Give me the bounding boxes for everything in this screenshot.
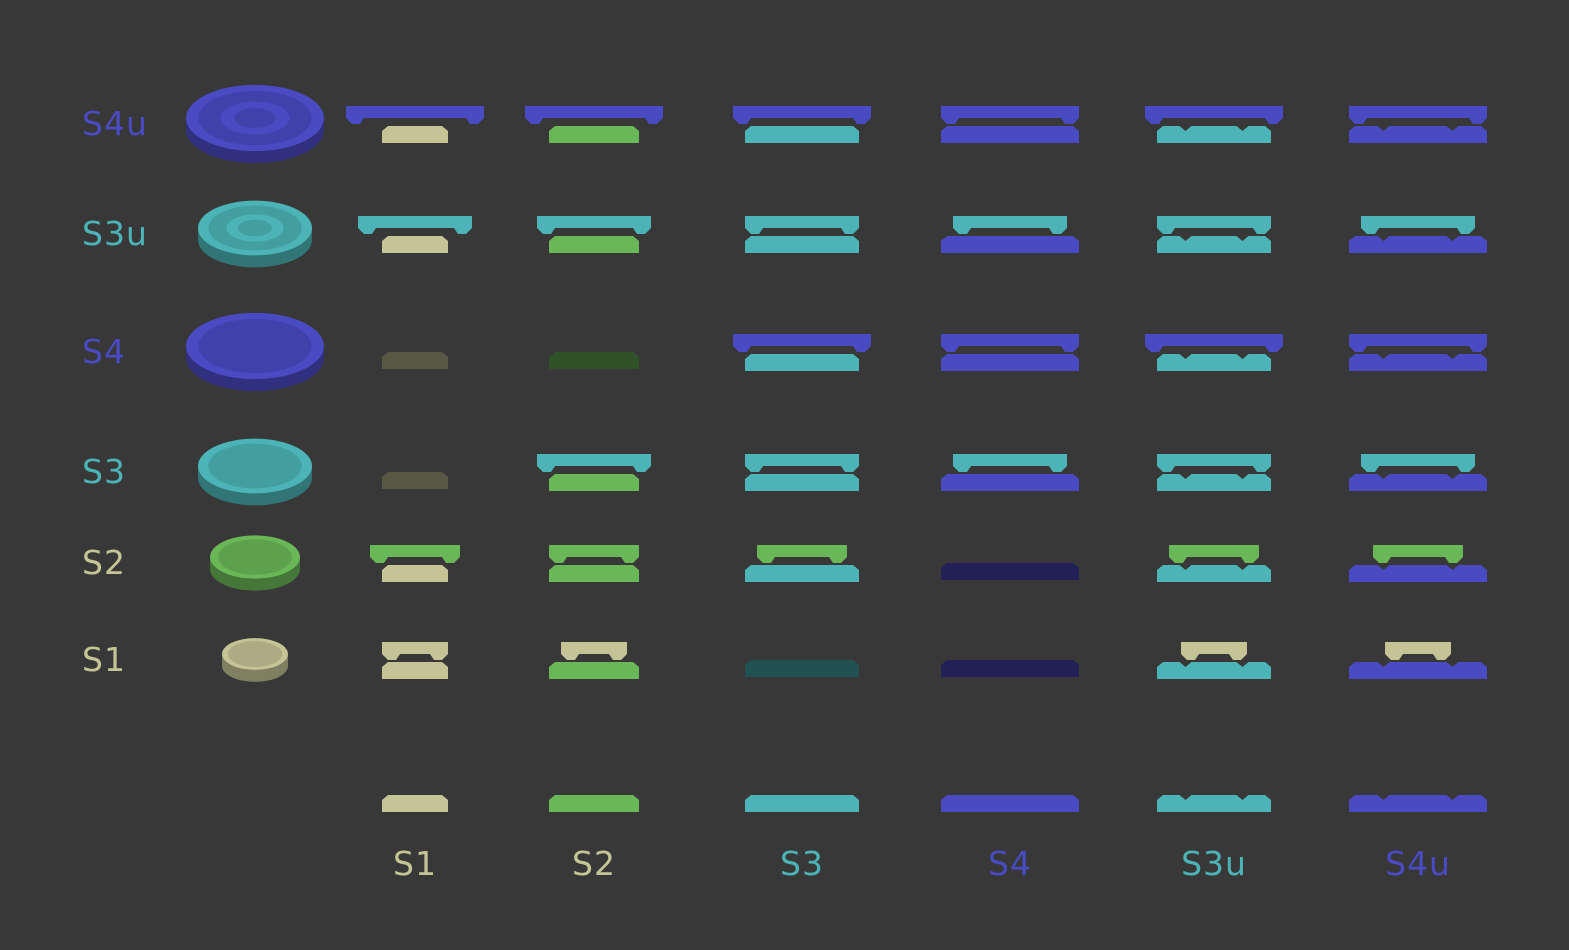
stack-cell <box>941 563 1079 580</box>
stack-cell <box>382 352 448 369</box>
stack-cell <box>745 660 859 677</box>
stack-cell <box>733 334 871 371</box>
stack-cell <box>549 545 639 582</box>
stack-cell <box>1157 216 1271 253</box>
stack-cell <box>549 642 639 679</box>
row-label: S2 <box>82 543 126 582</box>
stack-cell <box>549 352 639 369</box>
row-label: S4 <box>82 332 126 371</box>
stack-cell <box>537 454 651 491</box>
base-piece <box>382 795 448 812</box>
stack-cell <box>346 106 484 143</box>
base-piece <box>745 795 859 812</box>
stack-cell <box>370 545 460 582</box>
disc-icon <box>186 84 324 164</box>
stack-cell <box>1157 642 1271 679</box>
column-label: S4 <box>988 844 1032 883</box>
stack-cell <box>537 216 651 253</box>
stack-cell <box>745 545 859 582</box>
stack-cell <box>941 216 1079 253</box>
stack-cell <box>1349 642 1487 679</box>
stack-cell <box>745 216 859 253</box>
disc-icon <box>222 638 288 682</box>
row-label: S4u <box>82 104 148 143</box>
column-label: S3u <box>1181 844 1247 883</box>
base-piece <box>941 795 1079 812</box>
stack-cell <box>1349 545 1487 582</box>
stack-cell <box>941 454 1079 491</box>
column-label: S1 <box>393 844 437 883</box>
base-piece <box>1349 795 1487 812</box>
row-label: S1 <box>82 640 126 679</box>
stack-cell <box>1145 106 1283 143</box>
stack-cell <box>382 472 448 489</box>
stack-cell <box>745 454 859 491</box>
stack-cell <box>941 106 1079 143</box>
disc-icon <box>186 312 324 392</box>
disc-icon <box>198 438 312 506</box>
base-piece <box>549 795 639 812</box>
stack-cell <box>382 642 448 679</box>
column-label: S2 <box>572 844 616 883</box>
stack-cell <box>1157 545 1271 582</box>
base-piece <box>1157 795 1271 812</box>
column-label: S3 <box>780 844 824 883</box>
column-label: S4u <box>1385 844 1451 883</box>
row-label: S3 <box>82 452 126 491</box>
stack-cell <box>1349 106 1487 143</box>
stack-cell <box>733 106 871 143</box>
stack-cell <box>941 334 1079 371</box>
stack-cell <box>1349 454 1487 491</box>
row-label: S3u <box>82 214 148 253</box>
disc-icon <box>210 535 300 591</box>
stack-cell <box>1145 334 1283 371</box>
stack-cell <box>941 660 1079 677</box>
disc-icon <box>198 200 312 268</box>
stack-cell <box>1349 334 1487 371</box>
stack-cell <box>1157 454 1271 491</box>
stack-cell <box>1349 216 1487 253</box>
stack-cell <box>358 216 472 253</box>
stack-cell <box>525 106 663 143</box>
